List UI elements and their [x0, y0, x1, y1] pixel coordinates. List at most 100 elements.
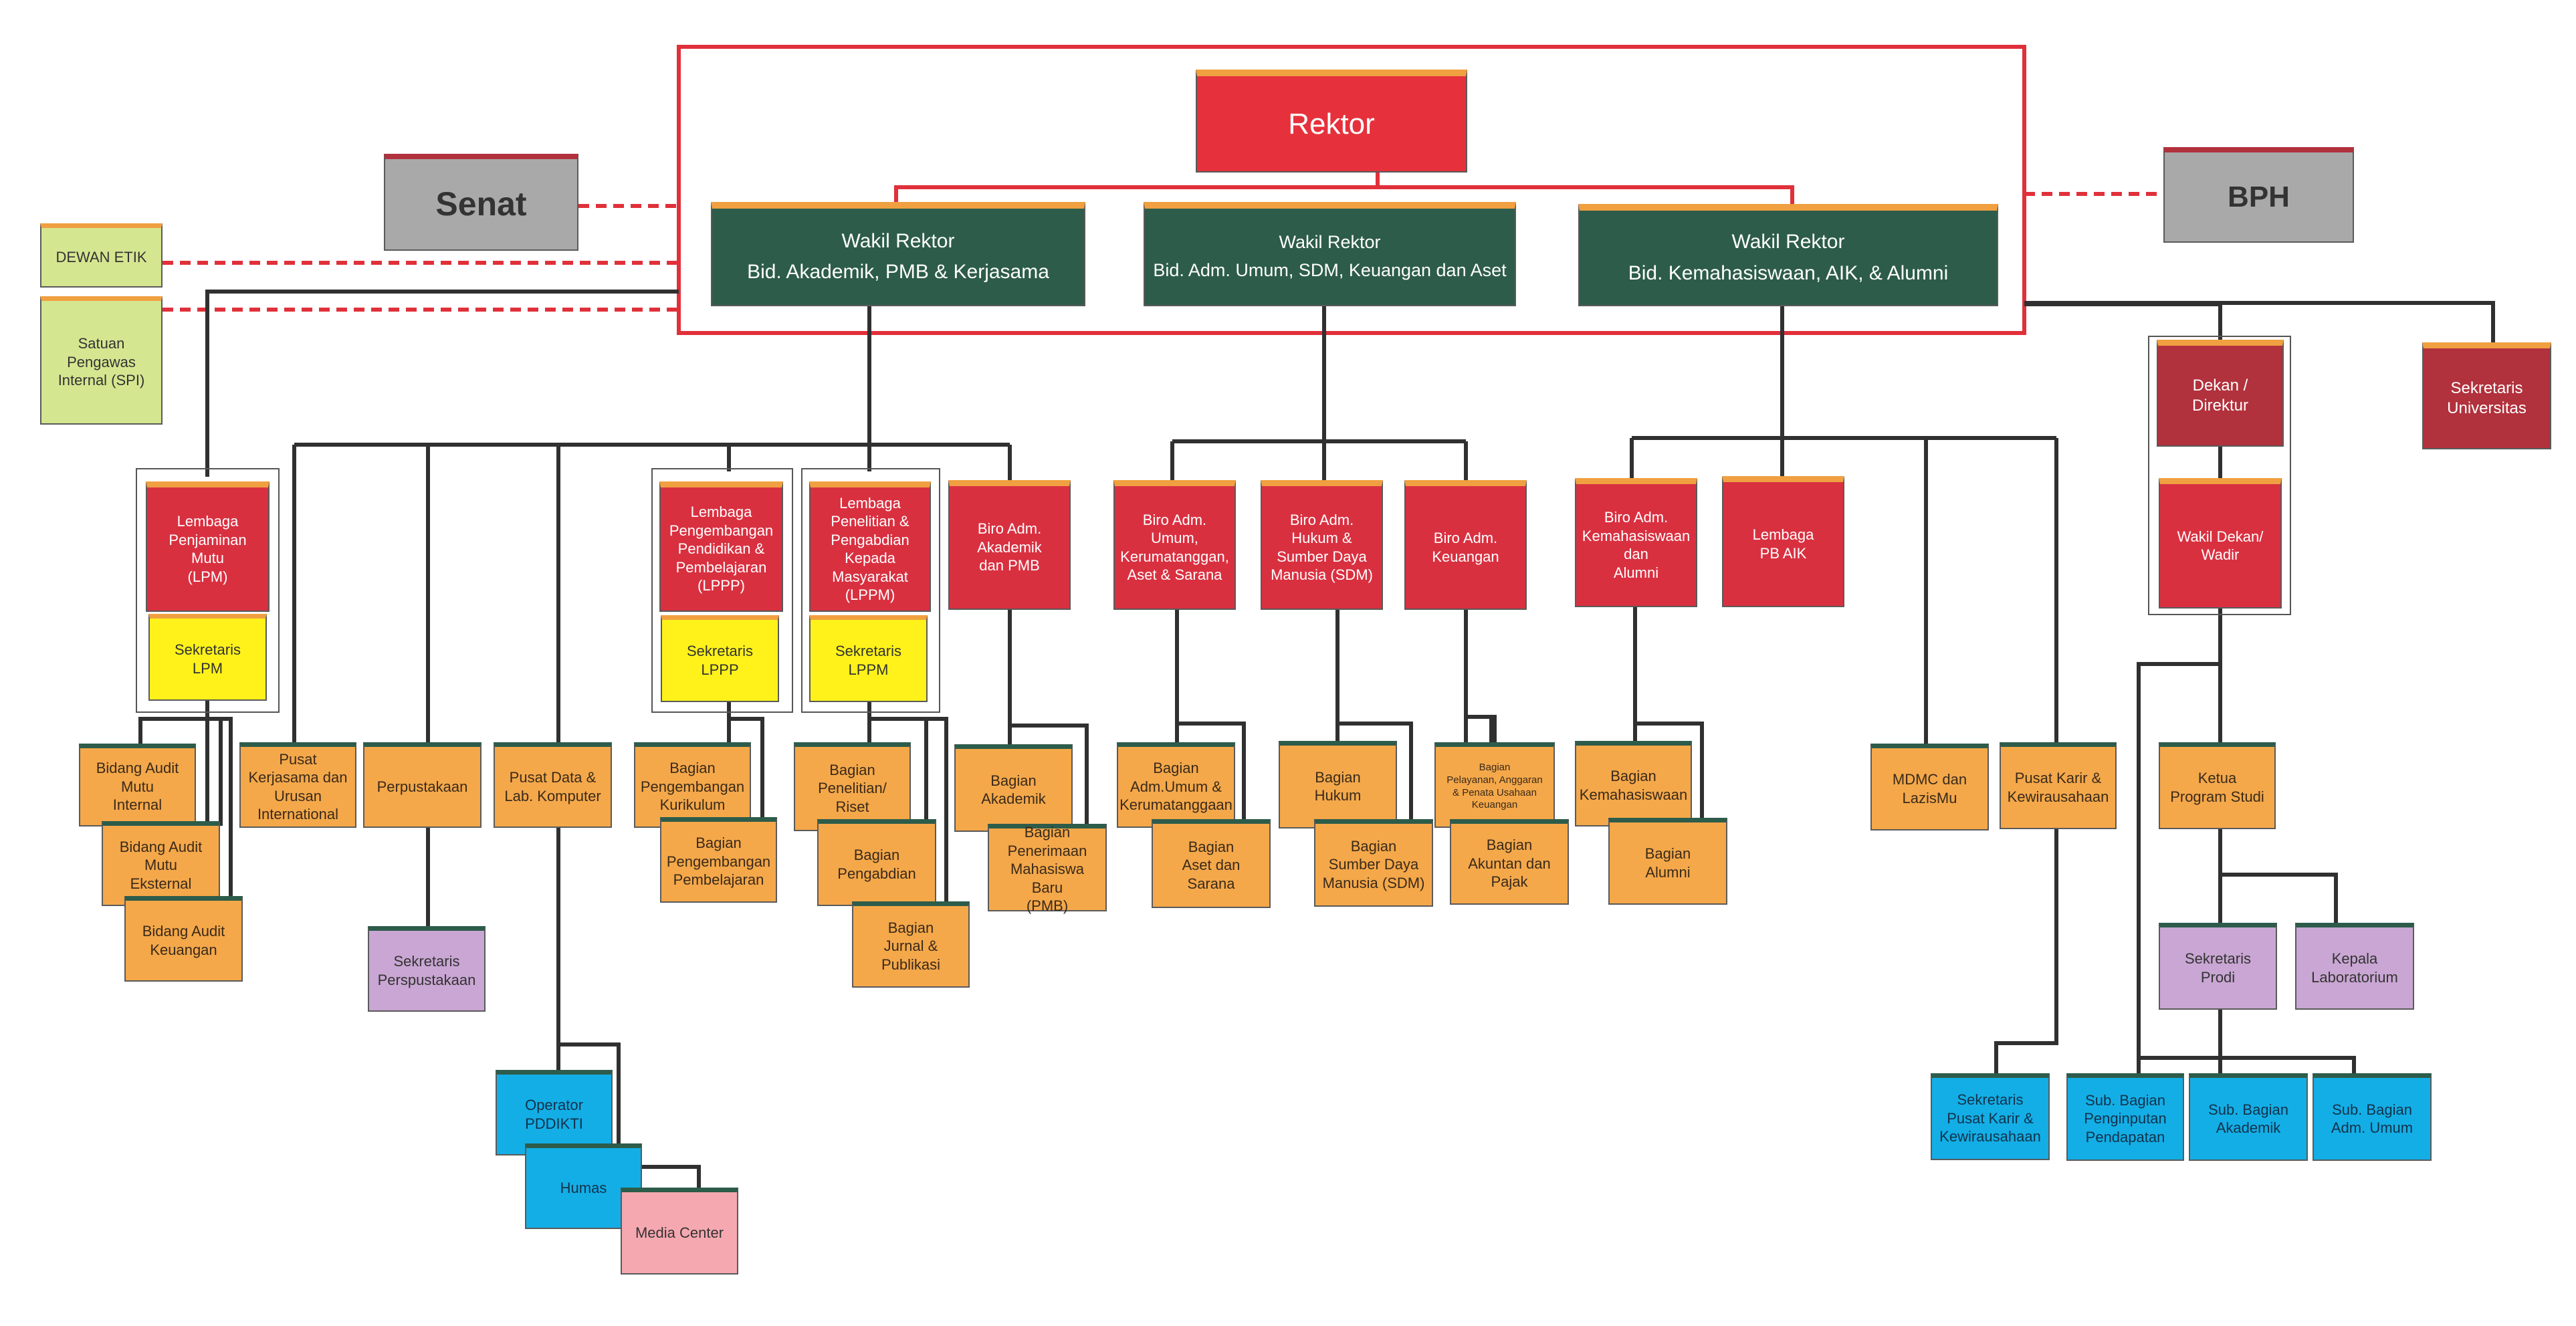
bagian-penelitian-box[interactable]: Bagian Penelitian/ Riset	[794, 742, 911, 831]
mdmc-box[interactable]: MDMC dan LazisMu	[1870, 744, 1989, 831]
sekretaris-lppm-label: Sekretaris LPPM	[835, 643, 902, 678]
bagian-umum-box[interactable]: Bagian Adm.Umum & Kerumatanggaan	[1117, 742, 1235, 828]
bagian-alumni-label: Bagian Alumni	[1644, 845, 1691, 881]
bagian-akademik-label: Bagian Akademik	[981, 772, 1046, 808]
sekretaris-pusat-karir-label: Sekretaris Pusat Karir & Kewirausahaan	[1939, 1091, 2041, 1145]
wakil-rektor-akademik-box[interactable]: Wakil Rektor Bid. Akademik, PMB & Kerjas…	[711, 202, 1085, 306]
biro-kemahasiswaan-label: Biro Adm. Kemahasiswaan dan Alumni	[1582, 509, 1691, 581]
bagian-aset-box[interactable]: Bagian Aset dan Sarana	[1152, 819, 1271, 908]
bagian-kurikulum-label: Bagian Pengembangan Kurikulum	[640, 760, 745, 814]
sub-akademik-label: Sub. Bagian Akademik	[2208, 1101, 2288, 1137]
operator-pddikti-label: Operator PDDIKTI	[525, 1097, 583, 1132]
pusat-kerjasama-box[interactable]: Pusat Kerjasama dan Urusan International	[239, 742, 356, 828]
sekretaris-universitas-box[interactable]: Sekretaris Universitas	[2422, 342, 2551, 449]
wakil-rektor-umum-box[interactable]: Wakil Rektor Bid. Adm. Umum, SDM, Keuang…	[1144, 202, 1516, 306]
sub-pendapatan-box[interactable]: Sub. Bagian Penginputan Pendapatan	[2066, 1073, 2184, 1161]
bagian-pengabdian-box[interactable]: Bagian Pengabdian	[817, 819, 936, 906]
lppp-group-frame	[651, 468, 793, 713]
bidang-audit-internal-box[interactable]: Bidang Audit Mutu Internal	[79, 744, 196, 826]
sub-umum-label: Sub. Bagian Adm. Umum	[2331, 1101, 2413, 1137]
bagian-kemahasiswaan-box[interactable]: Bagian Kemahasiswaan	[1575, 741, 1692, 826]
spi-label: Satuan Pengawas Internal (SPI)	[58, 335, 145, 389]
operator-pddikti-box[interactable]: Operator PDDIKTI	[496, 1070, 613, 1155]
biro-kemahasiswaan-box[interactable]: Biro Adm. Kemahasiswaan dan Alumni	[1575, 478, 1697, 607]
sekretaris-perpustakaan-label: Sekretaris Perspustakaan	[377, 953, 476, 988]
bagian-penelitian-label: Bagian Penelitian/ Riset	[818, 761, 887, 815]
bidang-audit-keuangan-label: Bidang Audit Keuangan	[142, 923, 225, 958]
media-center-label: Media Center	[635, 1224, 724, 1241]
bagian-akuntan-label: Bagian Akuntan dan Pajak	[1468, 837, 1551, 891]
lppm-box[interactable]: Lembaga Penelitian & Pengabdian Kepada M…	[809, 481, 931, 612]
sekretaris-lppp-label: Sekretaris LPPP	[686, 643, 754, 678]
biro-keuangan-box[interactable]: Biro Adm. Keuangan	[1404, 480, 1527, 610]
pusat-karir-box[interactable]: Pusat Karir & Kewirausahaan	[2000, 742, 2117, 829]
sub-umum-box[interactable]: Sub. Bagian Adm. Umum	[2313, 1073, 2432, 1161]
dekan-box[interactable]: Dekan / Direktur	[2157, 340, 2284, 447]
media-center-box[interactable]: Media Center	[621, 1188, 738, 1275]
kepala-lab-label: Kepala Laboratorium	[2311, 950, 2398, 986]
bagian-pengabdian-label: Bagian Pengabdian	[837, 847, 916, 882]
bagian-jurnal-box[interactable]: Bagian Jurnal & Publikasi	[852, 901, 970, 988]
bidang-audit-keuangan-box[interactable]: Bidang Audit Keuangan	[124, 896, 243, 982]
sekretaris-perpustakaan-box[interactable]: Sekretaris Perspustakaan	[368, 926, 486, 1012]
wakil-rektor-akademik-label: Wakil Rektor Bid. Akademik, PMB & Kerjas…	[747, 229, 1049, 284]
ketua-prodi-box[interactable]: Ketua Program Studi	[2159, 742, 2276, 829]
bagian-akuntan-box[interactable]: Bagian Akuntan dan Pajak	[1450, 819, 1569, 905]
bidang-audit-internal-label: Bidang Audit Mutu Internal	[96, 760, 179, 814]
bagian-sdm-box[interactable]: Bagian Sumber Daya Manusia (SDM)	[1314, 819, 1433, 907]
wakil-rektor-kemahasiswaan-box[interactable]: Wakil Rektor Bid. Kemahasiswaan, AIK, & …	[1578, 204, 1998, 306]
senat-label: Senat	[435, 185, 527, 223]
biro-akademik-box[interactable]: Biro Adm. Akademik dan PMB	[948, 480, 1071, 610]
kepala-lab-box[interactable]: Kepala Laboratorium	[2295, 923, 2414, 1010]
lppp-box[interactable]: Lembaga Pengembangan Pendidikan & Pembel…	[659, 481, 783, 612]
pusat-data-box[interactable]: Pusat Data & Lab. Komputer	[494, 742, 612, 828]
lpm-group-frame	[136, 468, 280, 713]
bagian-alumni-box[interactable]: Bagian Alumni	[1608, 818, 1727, 905]
wakil-dekan-box[interactable]: Wakil Dekan/ Wadir	[2159, 478, 2282, 609]
bph-box[interactable]: BPH	[2163, 147, 2354, 243]
lembaga-pb-aik-box[interactable]: Lembaga PB AIK	[1722, 476, 1844, 607]
bagian-kemahasiswaan-label: Bagian Kemahasiswaan	[1579, 768, 1688, 803]
sub-akademik-box[interactable]: Sub. Bagian Akademik	[2189, 1073, 2308, 1161]
rektor-label: Rektor	[1288, 107, 1375, 140]
bagian-hukum-box[interactable]: Bagian Hukum	[1279, 741, 1397, 828]
dekan-group-frame	[2148, 336, 2291, 615]
dewan-etik-box[interactable]: DEWAN ETIK	[40, 223, 163, 288]
sekretaris-lppm-box[interactable]: Sekretaris LPPM	[809, 615, 928, 702]
bph-label: BPH	[2228, 181, 2290, 213]
bagian-pembelajaran-label: Bagian Pengembangan Pembelajaran	[666, 835, 771, 889]
sekretaris-lpm-box[interactable]: Sekretaris LPM	[148, 614, 267, 701]
bagian-pmb-label: Bagian Penerimaan Mahasiswa Baru (PMB)	[1007, 824, 1087, 915]
bagian-pmb-box[interactable]: Bagian Penerimaan Mahasiswa Baru (PMB)	[988, 824, 1107, 914]
biro-keuangan-label: Biro Adm. Keuangan	[1432, 530, 1499, 565]
pusat-kerjasama-label: Pusat Kerjasama dan Urusan International	[248, 750, 348, 823]
rektor-box[interactable]: Rektor	[1196, 70, 1467, 173]
lembaga-pb-aik-label: Lembaga PB AIK	[1752, 526, 1814, 562]
sekretaris-prodi-label: Sekretaris Prodi	[2184, 950, 2252, 986]
bagian-akademik-box[interactable]: Bagian Akademik	[954, 744, 1073, 832]
sekretaris-lppp-box[interactable]: Sekretaris LPPP	[661, 615, 779, 702]
bagian-umum-label: Bagian Adm.Umum & Kerumatanggaan	[1119, 760, 1232, 814]
bagian-pelayanan-box[interactable]: Bagian Pelayanan, Anggaran & Penata Usah…	[1434, 742, 1555, 828]
biro-umum-box[interactable]: Biro Adm. Umum, Kerumatanggan, Aset & Sa…	[1113, 480, 1236, 610]
senat-box[interactable]: Senat	[384, 154, 578, 251]
sekretaris-prodi-box[interactable]: Sekretaris Prodi	[2159, 923, 2277, 1010]
lppm-group-frame	[801, 468, 940, 713]
spi-box[interactable]: Satuan Pengawas Internal (SPI)	[40, 296, 163, 425]
lpm-box[interactable]: Lembaga Penjaminan Mutu (LPM)	[146, 481, 270, 612]
bidang-audit-eksternal-label: Bidang Audit Mutu Eksternal	[119, 838, 203, 892]
perpustakaan-box[interactable]: Perpustakaan	[363, 742, 481, 828]
dewan-etik-label: DEWAN ETIK	[56, 248, 147, 265]
perpustakaan-label: Perpustakaan	[377, 778, 468, 795]
biro-umum-label: Biro Adm. Umum, Kerumatanggan, Aset & Sa…	[1120, 511, 1229, 584]
biro-sdm-box[interactable]: Biro Adm. Hukum & Sumber Daya Manusia (S…	[1261, 480, 1383, 610]
bidang-audit-eksternal-box[interactable]: Bidang Audit Mutu Eksternal	[102, 821, 220, 906]
sekretaris-pusat-karir-box[interactable]: Sekretaris Pusat Karir & Kewirausahaan	[1931, 1073, 2050, 1160]
lpm-label: Lembaga Penjaminan Mutu (LPM)	[169, 513, 247, 585]
mdmc-label: MDMC dan LazisMu	[1892, 771, 1967, 806]
sub-pendapatan-label: Sub. Bagian Penginputan Pendapatan	[2084, 1091, 2167, 1145]
pusat-karir-label: Pusat Karir & Kewirausahaan	[2007, 770, 2109, 805]
bagian-pembelajaran-box[interactable]: Bagian Pengembangan Pembelajaran	[660, 817, 777, 903]
humas-box[interactable]: Humas	[525, 1143, 642, 1229]
bagian-kurikulum-box[interactable]: Bagian Pengembangan Kurikulum	[634, 742, 751, 828]
